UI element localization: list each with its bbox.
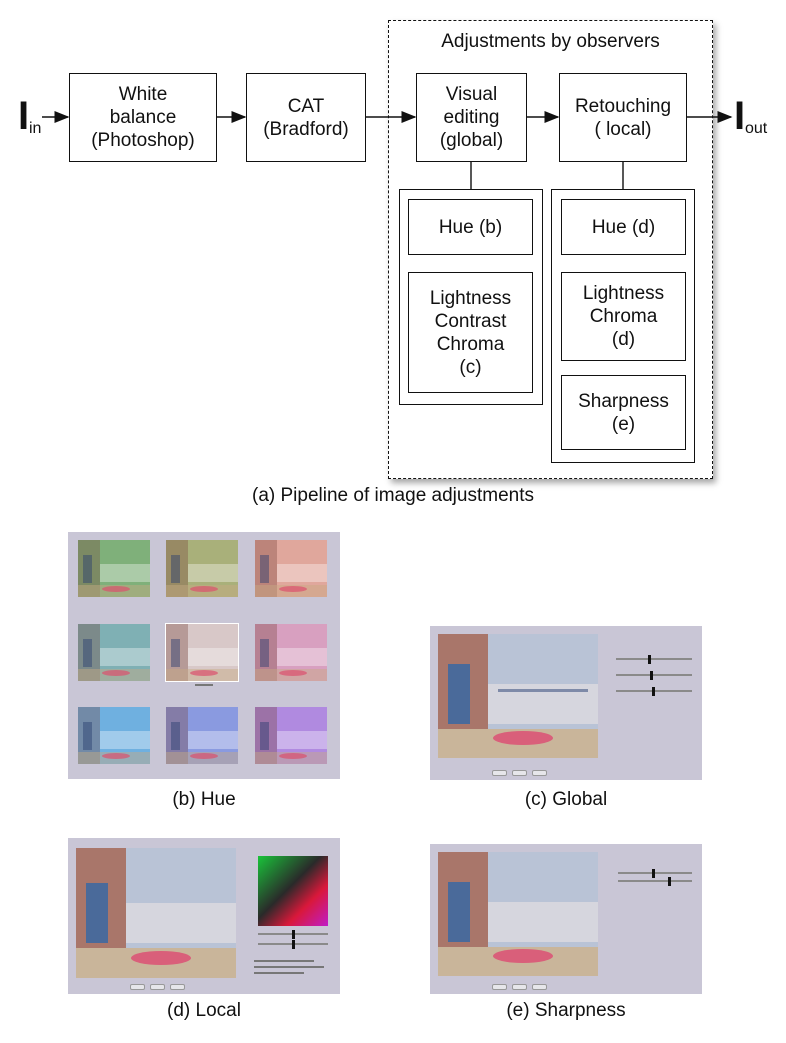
local-instructions-line [254,966,324,968]
global-hue-box: Hue (b) [408,199,533,255]
global-contrast-knob[interactable] [650,671,653,680]
hue-variant-thumbnail[interactable] [166,707,238,764]
sharpness-caption: (e) Sharpness [506,1000,626,1021]
global-preview-image [438,634,598,758]
local-finish-button[interactable] [150,984,165,990]
cat-box: CAT (Bradford) [246,73,366,162]
white-balance-box: White balance (Photoshop) [69,73,217,162]
diagram-caption: (a) Pipeline of image adjustments [252,485,534,506]
sharpness-preview-image [438,852,598,976]
observers-title: Adjustments by observers [441,31,660,52]
hue-variant-thumbnail[interactable] [255,540,327,597]
hue-variant-thumbnail[interactable] [255,624,327,681]
sharpness-next-button[interactable] [532,984,547,990]
global-caption: (c) Global [524,789,608,810]
hue-variant-thumbnail[interactable] [78,707,150,764]
local-lightness-knob[interactable] [292,930,295,939]
output-symbol: I [734,94,746,138]
local-caption: (d) Local [167,1000,241,1021]
global-screenshot [430,626,702,780]
hue-variant-thumbnail[interactable] [78,624,150,681]
hue-variant-thumbnail[interactable] [165,623,239,682]
global-lightness-slider[interactable] [616,658,692,660]
sharpness-knob-2[interactable] [668,877,671,886]
global-chroma-knob[interactable] [652,687,655,696]
painting-art-local [76,848,236,978]
input-symbol: I [18,94,30,138]
sharpness-box: Sharpness (e) [561,375,686,450]
visual-editing-box: Visual editing (global) [416,73,527,162]
global-finish-button[interactable] [512,770,527,776]
input-subscript: in [29,120,42,137]
sharpness-slider[interactable] [618,872,692,874]
global-lightness-box: Lightness Contrast Chroma (c) [408,272,533,393]
hue-screenshot [68,532,340,779]
hue-variant-thumbnail[interactable] [166,540,238,597]
hue-center-label [195,684,213,686]
local-chroma-knob[interactable] [292,940,295,949]
hue-caption: (b) Hue [172,789,236,810]
global-reset-button[interactable] [492,770,507,776]
retouching-box: Retouching ( local) [559,73,687,162]
local-reset-button[interactable] [130,984,145,990]
connector-arrows [42,111,733,189]
local-next-button[interactable] [170,984,185,990]
sharpness-knob[interactable] [652,869,655,878]
hue-variant-thumbnail[interactable] [78,540,150,597]
local-preview-image [76,848,236,978]
painting-art-sharp [438,852,598,976]
hue-variant-thumbnail[interactable] [255,707,327,764]
local-adjustments-frame [551,189,695,463]
global-lightness-knob[interactable] [648,655,651,664]
local-lightness-box: Lightness Chroma (d) [561,272,686,361]
global-contrast-slider[interactable] [616,674,692,676]
sharpness-screenshot [430,844,702,994]
sharpness-slider-2[interactable] [618,880,692,882]
sharpness-reset-button[interactable] [492,984,507,990]
painting-art [438,634,598,758]
global-next-button[interactable] [532,770,547,776]
local-hue-box: Hue (d) [561,199,686,255]
local-instructions-line [254,972,304,974]
sharpness-finish-button[interactable] [512,984,527,990]
local-color-picker[interactable] [258,856,328,926]
output-subscript: out [745,120,768,137]
local-instructions-line [254,960,314,962]
global-adjustments-frame [399,189,543,405]
local-screenshot [68,838,340,994]
